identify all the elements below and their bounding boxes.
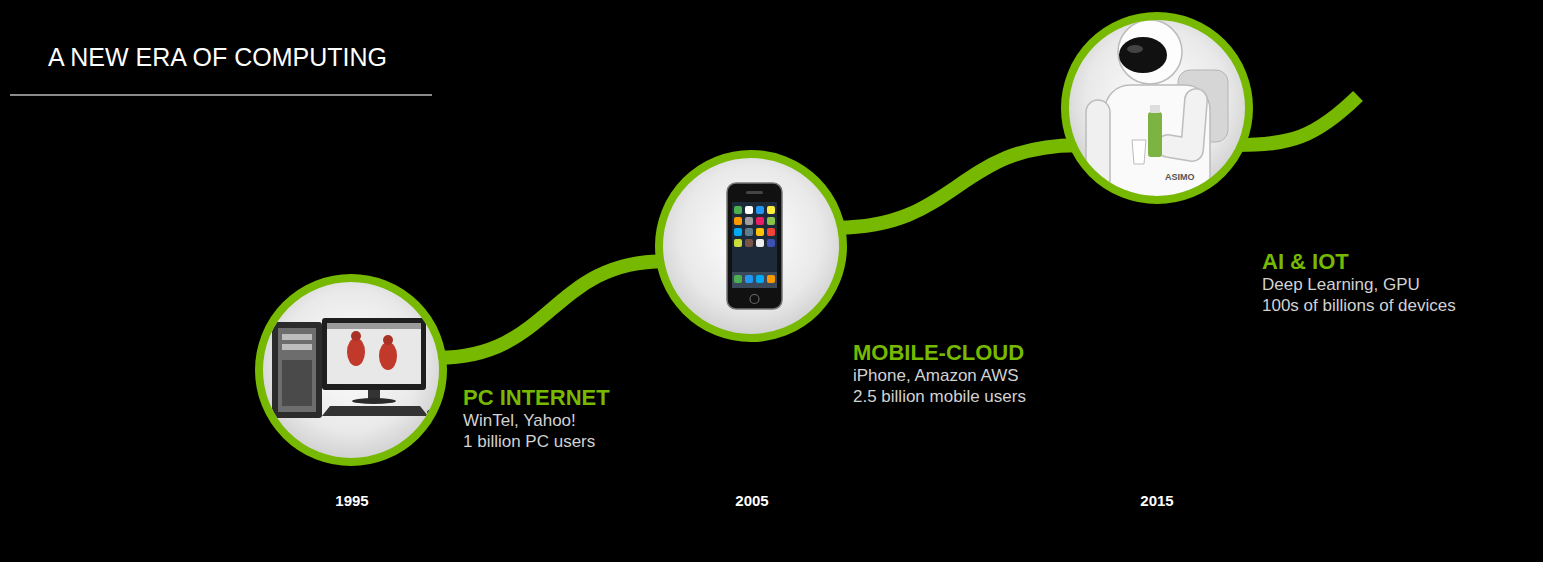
phone-speaker <box>746 191 763 194</box>
era-circle: AI & IOTDeep Learning, GPU100s of billio… <box>1061 12 1253 204</box>
era-circle: PC INTERNETWinTel, Yahoo!1 billion PC us… <box>255 274 447 466</box>
app-icon <box>745 228 753 236</box>
screen-figure <box>351 331 361 341</box>
era-detail: 100s of billions of devices <box>1262 295 1456 316</box>
era-text: PC INTERNETWinTel, Yahoo!1 billion PC us… <box>463 386 610 452</box>
phone-body <box>727 183 782 309</box>
app-icon <box>734 217 742 225</box>
robot-arm <box>1168 100 1196 150</box>
era-heading: AI & IOT <box>1262 250 1456 274</box>
year-label: 2005 <box>735 492 768 510</box>
year-label: 2015 <box>1140 492 1173 510</box>
keyboard <box>322 406 428 416</box>
app-icon <box>767 275 775 283</box>
bottle-cap <box>1150 105 1160 113</box>
title-rule <box>10 94 432 96</box>
pc-drive <box>282 344 312 350</box>
app-icon <box>756 228 764 236</box>
circle-outline <box>1061 12 1253 204</box>
timeline-curve <box>837 145 1077 228</box>
circle-ring <box>1065 16 1249 200</box>
circle-outline <box>255 274 447 466</box>
bottle <box>1148 112 1162 157</box>
app-icon <box>767 228 775 236</box>
app-icon <box>734 275 742 283</box>
screen-figure <box>383 335 393 345</box>
screen-bar <box>327 323 421 329</box>
robot-torso <box>1105 85 1210 225</box>
robot-marking: ASIMO <box>1165 172 1195 182</box>
curve-tail <box>1237 96 1358 145</box>
monitor-screen <box>327 323 421 384</box>
circle-outline <box>655 150 847 342</box>
era-text: MOBILE-CLOUDiPhone, Amazon AWS2.5 billio… <box>853 341 1026 407</box>
robot-visor <box>1119 37 1167 73</box>
visor-highlight <box>1127 45 1143 53</box>
robot-illustration <box>1086 20 1228 225</box>
pc-grille <box>282 360 312 406</box>
era-heading: MOBILE-CLOUD <box>853 341 1026 365</box>
timeline-curve <box>438 261 664 357</box>
app-icon <box>745 217 753 225</box>
app-icon <box>734 206 742 214</box>
app-icon <box>756 217 764 225</box>
circle-ring <box>659 154 843 338</box>
pc-illustration <box>272 318 437 418</box>
timeline-axis <box>145 480 1395 482</box>
screen-figure <box>379 342 397 370</box>
era-text: AI & IOTDeep Learning, GPU100s of billio… <box>1262 250 1456 316</box>
robot-head <box>1118 20 1182 84</box>
app-icon <box>756 206 764 214</box>
pc-drive <box>282 334 312 340</box>
era-detail: 2.5 billion mobile users <box>853 386 1026 407</box>
phone-illustration <box>727 183 782 309</box>
disc <box>259 278 443 462</box>
robot-arm-outline <box>1168 100 1196 150</box>
diagram-title: A NEW ERA OF COMPUTING <box>48 42 387 72</box>
app-icon <box>745 275 753 283</box>
cup <box>1132 140 1146 164</box>
home-button <box>750 295 759 304</box>
app-icon <box>734 228 742 236</box>
phone-dock <box>732 272 777 288</box>
era-detail: WinTel, Yahoo! <box>463 410 610 431</box>
app-icon <box>767 217 775 225</box>
pc-tower-front <box>278 328 316 412</box>
era-heading: PC INTERNET <box>463 386 610 410</box>
app-icon <box>734 239 742 247</box>
era-detail: Deep Learning, GPU <box>1262 274 1456 295</box>
app-icon <box>745 239 753 247</box>
app-icon <box>756 275 764 283</box>
era-detail: 1 billion PC users <box>463 431 610 452</box>
era-detail: iPhone, Amazon AWS <box>853 365 1026 386</box>
screen-figure <box>347 338 365 366</box>
year-label: 1995 <box>335 492 368 510</box>
phone-screen <box>732 202 777 288</box>
monitor <box>322 318 426 390</box>
app-icon <box>767 206 775 214</box>
app-icon <box>745 206 753 214</box>
app-icon <box>756 239 764 247</box>
pc-tower <box>272 322 322 418</box>
disc <box>659 154 843 338</box>
app-icon <box>767 239 775 247</box>
era-circle: MOBILE-CLOUDiPhone, Amazon AWS2.5 billio… <box>655 150 847 342</box>
monitor-base <box>352 398 396 404</box>
circle-ring <box>259 278 443 462</box>
